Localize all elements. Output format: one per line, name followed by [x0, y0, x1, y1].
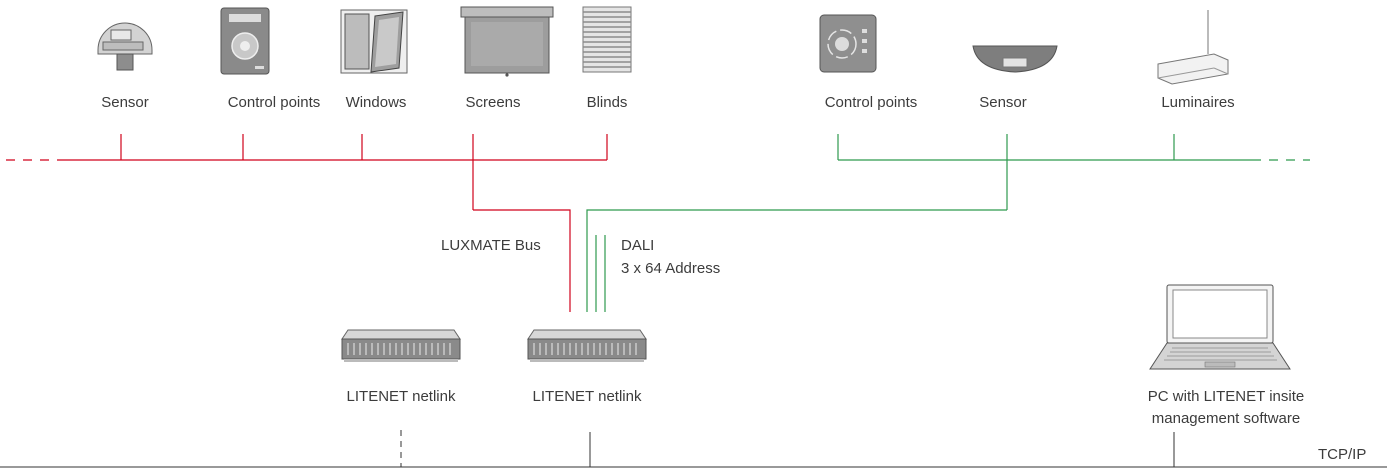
control-point-rotary-icon [819, 14, 877, 73]
window-icon [340, 9, 408, 74]
dome-sensor-icon [97, 22, 153, 71]
controller-label-2: LITENET netlink [532, 388, 642, 405]
device-label-screens: Screens [465, 94, 521, 111]
controller-label-1: LITENET netlink [346, 388, 456, 405]
pc-label-line2: management software [1151, 410, 1301, 427]
screen-icon [460, 6, 554, 77]
dali-address-label: 3 x 64 Address [621, 260, 721, 277]
device-label-sensor-right: Sensor [979, 94, 1027, 111]
netlink-controller-icon [527, 329, 647, 362]
device-label-control-points: Control points [227, 94, 321, 111]
luxmate-bus-label: LUXMATE Bus [441, 237, 541, 254]
device-label-windows: Windows [345, 94, 407, 111]
pendant-luminaire-icon [1157, 10, 1229, 85]
ceiling-sensor-icon [972, 45, 1058, 73]
device-label-sensor: Sensor [101, 94, 149, 111]
pc-label-line1: PC with LITENET insite [1147, 388, 1305, 405]
control-point-panel-icon [220, 7, 270, 75]
blinds-icon [582, 6, 632, 73]
dali-label: DALI [621, 237, 655, 254]
tcpip-label: TCP/IP [1318, 446, 1367, 463]
device-label-luminaires: Luminaires [1161, 94, 1235, 111]
laptop-icon [1149, 284, 1291, 370]
luxmate-bus-lines [6, 134, 608, 312]
dali-bus-lines [586, 134, 1310, 312]
netlink-controller-icon [341, 329, 461, 362]
device-label-blinds: Blinds [586, 94, 628, 111]
tcpip-network-lines [0, 430, 1387, 468]
device-label-control-points-right: Control points [824, 94, 918, 111]
